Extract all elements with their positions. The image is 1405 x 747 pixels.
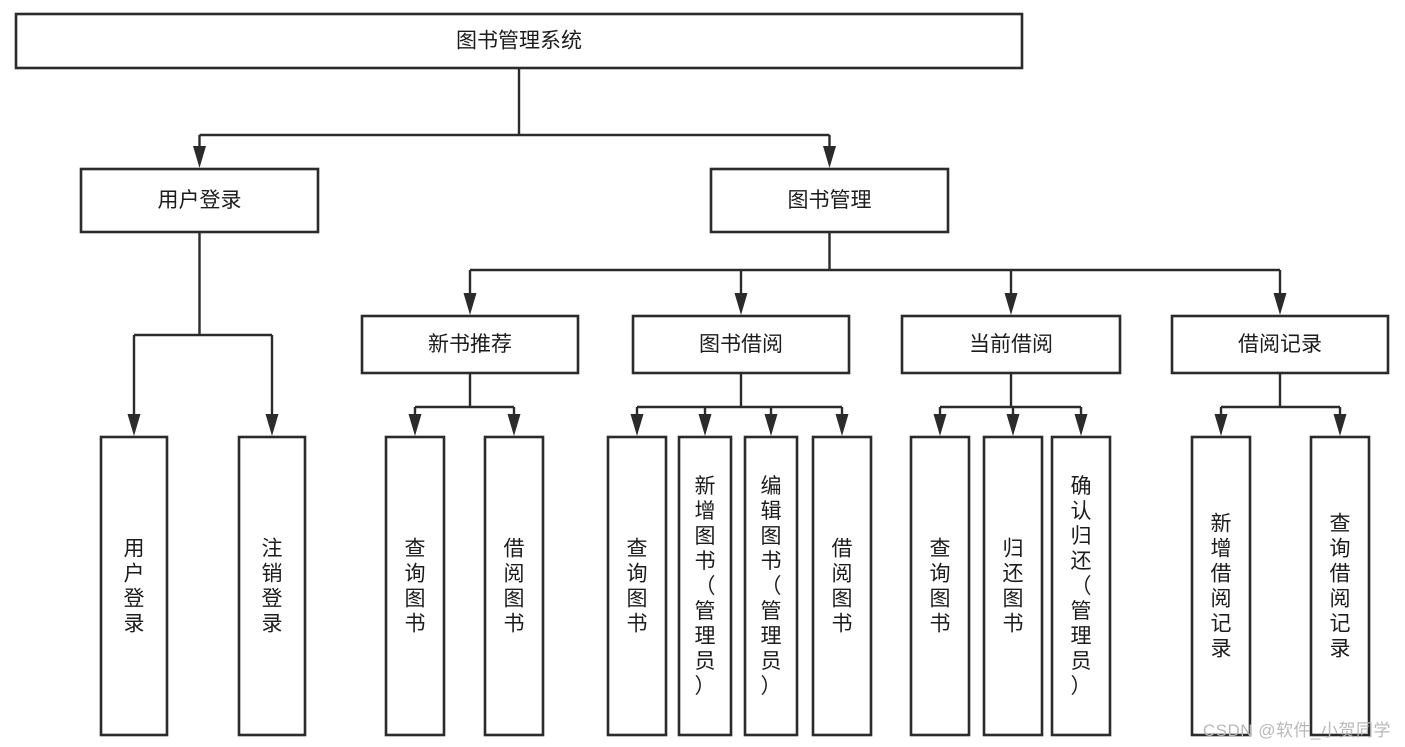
nodes-layer: 图书管理系统用户登录图书管理用户登录注销登录新书推荐查询图书借阅图书图书借阅查询…	[14, 12, 1390, 737]
node-user-login[interactable]: 用户登录	[79, 167, 320, 234]
node-cb-return-book[interactable]: 归还图书	[982, 435, 1044, 737]
node-box-nb-query-book	[384, 435, 446, 737]
node-box-user-login	[79, 167, 320, 234]
node-bb-edit-book[interactable]: 编辑图书（管理员）	[743, 435, 799, 737]
current-borrow-drop-0-head	[933, 414, 947, 436]
new-book-recommend-drop-1-head	[507, 414, 521, 436]
node-label-user-login: 用户登录	[158, 189, 242, 212]
node-br-query-record[interactable]: 查询借阅记录	[1309, 435, 1371, 737]
node-box-borrow-record	[1170, 314, 1390, 375]
node-box-new-book-recommend	[360, 314, 580, 375]
bookmanage-drop-3-head	[1273, 293, 1287, 315]
current-borrow-drop-2-head	[1074, 414, 1088, 436]
connectors-layer	[127, 68, 1347, 436]
node-new-book-recommend[interactable]: 新书推荐	[360, 314, 580, 375]
node-label-bb-edit-book: 编辑图书（管理员）	[761, 475, 782, 698]
node-label-user-logout: 注销登录	[262, 538, 283, 636]
node-box-bb-query-book	[606, 435, 668, 737]
node-label-cb-confirm-return: 确认归还（管理员）	[1071, 475, 1092, 698]
node-box-user-logout	[237, 435, 307, 737]
node-label-new-book-recommend: 新书推荐	[428, 333, 512, 356]
node-box-br-add-record	[1190, 435, 1252, 737]
node-bb-borrow-book[interactable]: 借阅图书	[811, 435, 873, 737]
node-box-book-borrow	[631, 314, 851, 375]
node-box-bb-add-book	[677, 435, 733, 737]
node-box-br-query-record	[1309, 435, 1371, 737]
node-box-cb-confirm-return	[1050, 435, 1112, 737]
node-label-br-add-record: 新增借阅记录	[1211, 513, 1232, 661]
node-user-logout[interactable]: 注销登录	[237, 435, 307, 737]
csdn-watermark: CSDN @软件_小贺同学	[1202, 721, 1391, 740]
root-drop-1-head	[823, 146, 836, 168]
node-current-borrow[interactable]: 当前借阅	[900, 314, 1122, 375]
node-label-nb-borrow-book: 借阅图书	[504, 538, 525, 636]
book-borrow-drop-0-head	[630, 414, 644, 436]
node-box-nb-borrow-book	[483, 435, 545, 737]
node-br-add-record[interactable]: 新增借阅记录	[1190, 435, 1252, 737]
node-box-current-borrow	[900, 314, 1122, 375]
node-label-cb-query-book: 查询图书	[930, 538, 951, 636]
node-cb-confirm-return[interactable]: 确认归还（管理员）	[1050, 435, 1112, 737]
node-box-cb-return-book	[982, 435, 1044, 737]
node-box-root	[14, 12, 1024, 70]
new-book-recommend-drop-0-head	[408, 414, 422, 436]
node-box-book-manage	[709, 167, 950, 234]
node-book-borrow[interactable]: 图书借阅	[631, 314, 851, 375]
node-borrow-record[interactable]: 借阅记录	[1170, 314, 1390, 375]
userlogin-drop-0-head	[127, 414, 141, 436]
node-label-user-login-do: 用户登录	[124, 538, 145, 636]
node-box-bb-edit-book	[743, 435, 799, 737]
node-bb-query-book[interactable]: 查询图书	[606, 435, 668, 737]
book-borrow-drop-3-head	[835, 414, 849, 436]
node-box-cb-query-book	[909, 435, 971, 737]
node-cb-query-book[interactable]: 查询图书	[909, 435, 971, 737]
node-label-current-borrow: 当前借阅	[969, 333, 1053, 356]
root-drop-0-head	[193, 146, 206, 168]
book-borrow-drop-2-head	[764, 414, 778, 436]
node-label-br-query-record: 查询借阅记录	[1330, 513, 1351, 661]
bookmanage-drop-0-head	[463, 293, 477, 315]
node-root[interactable]: 图书管理系统	[14, 12, 1024, 70]
node-label-bb-add-book: 新增图书（管理员）	[695, 475, 716, 698]
node-label-nb-query-book: 查询图书	[405, 538, 426, 636]
current-borrow-drop-1-head	[1006, 414, 1020, 436]
node-label-borrow-record: 借阅记录	[1238, 333, 1322, 356]
node-bb-add-book[interactable]: 新增图书（管理员）	[677, 435, 733, 737]
node-label-bb-borrow-book: 借阅图书	[832, 538, 853, 636]
book-borrow-drop-1-head	[698, 414, 712, 436]
node-label-book-manage: 图书管理	[788, 189, 872, 212]
node-nb-borrow-book[interactable]: 借阅图书	[483, 435, 545, 737]
bookmanage-drop-1-head	[734, 293, 748, 315]
node-box-bb-borrow-book	[811, 435, 873, 737]
node-box-user-login-do	[99, 435, 169, 737]
node-book-manage[interactable]: 图书管理	[709, 167, 950, 234]
borrow-record-drop-0-head	[1214, 414, 1228, 436]
node-user-login-do[interactable]: 用户登录	[99, 435, 169, 737]
node-label-bb-query-book: 查询图书	[627, 538, 648, 636]
node-label-cb-return-book: 归还图书	[1003, 538, 1024, 636]
node-label-root: 图书管理系统	[456, 30, 582, 53]
node-label-book-borrow: 图书借阅	[699, 333, 783, 356]
bookmanage-drop-2-head	[1004, 293, 1018, 315]
borrow-record-drop-1-head	[1333, 414, 1347, 436]
userlogin-drop-1-head	[265, 414, 279, 436]
node-nb-query-book[interactable]: 查询图书	[384, 435, 446, 737]
